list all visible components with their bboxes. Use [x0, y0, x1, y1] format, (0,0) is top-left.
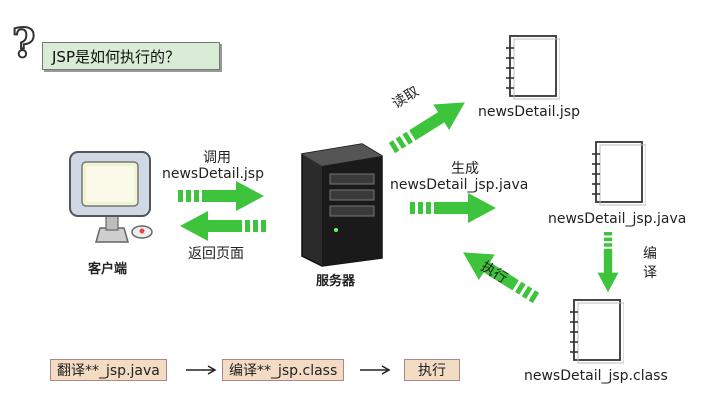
flow-step-compile: 编译**_jsp.class — [222, 359, 345, 381]
generate-label-line1: 生成 — [451, 161, 479, 177]
generate-label-line2: newsDetail_jsp.java — [390, 177, 529, 193]
java-document-icon — [590, 140, 646, 206]
server-label: 服务器 — [316, 274, 356, 289]
call-arrow — [178, 181, 264, 211]
jsp-file-label: newsDetail.jsp — [478, 104, 580, 120]
java-file-label: newsDetail_jsp.java — [548, 211, 687, 227]
title-box — [42, 42, 220, 70]
compile-label-char2: 译 — [643, 265, 657, 281]
client-label: 客户端 — [88, 262, 128, 277]
jsp-document-icon — [504, 34, 560, 100]
call-label-line2: newsDetail.jsp — [162, 166, 264, 182]
client-computer-icon — [62, 150, 162, 248]
return-arrow — [180, 211, 266, 241]
compile-arrow — [597, 232, 619, 293]
flow-step-translate: 翻译**_jsp.java — [50, 359, 167, 381]
flow-arrow-1 — [186, 365, 217, 375]
flow-step-execute: 执行 — [404, 359, 460, 381]
compile-label-char1: 编 — [643, 246, 657, 262]
flow-arrow-2 — [360, 365, 391, 375]
server-tower-icon — [292, 140, 388, 268]
class-document-icon — [568, 298, 624, 364]
call-label-line1: 调用 — [203, 150, 231, 166]
generate-arrow — [410, 193, 496, 223]
class-file-label: newsDetail_jsp.class — [524, 368, 668, 384]
return-label: 返回页面 — [188, 246, 244, 262]
diagram-title: JSP是如何执行的？ — [52, 48, 180, 66]
question-mark-icon: ? — [11, 19, 36, 68]
